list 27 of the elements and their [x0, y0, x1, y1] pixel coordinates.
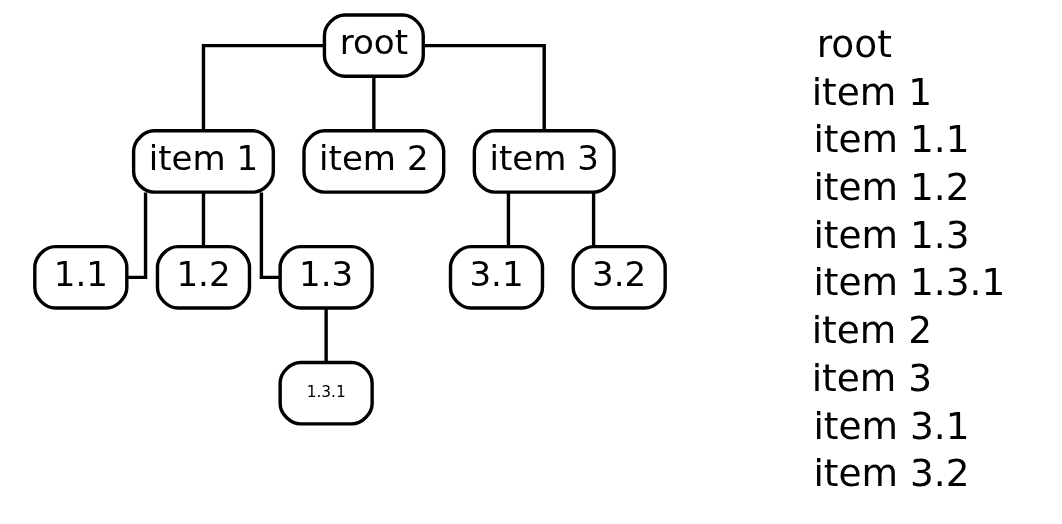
connector [201, 192, 206, 247]
connector [324, 308, 328, 363]
node-box: root [322, 13, 425, 78]
node-box: 1.2 [155, 244, 252, 310]
node-box: 1.3.1 [278, 360, 374, 426]
label: item 3.2 [813, 451, 970, 496]
label: item 1.2 [813, 164, 970, 209]
connector [506, 192, 511, 247]
label: item 1.3.1 [813, 260, 1006, 305]
node-box: item 3 [472, 129, 616, 194]
connector [423, 43, 546, 131]
label: item 1.3 [813, 212, 970, 257]
node-box: 1.1 [33, 244, 129, 310]
label: item 1 [811, 69, 933, 114]
connector [372, 76, 376, 131]
node-box: 1.3 [278, 244, 374, 310]
node-box: 3.2 [571, 244, 667, 310]
label: item 3.1 [813, 403, 970, 448]
node-box: item 2 [302, 129, 446, 194]
label: item 2 [811, 308, 933, 353]
label: root [816, 21, 892, 66]
connector [201, 43, 325, 131]
connector [591, 192, 596, 247]
node-box: item 1 [131, 129, 276, 194]
label: item 1.1 [813, 117, 970, 162]
label: item 3 [811, 355, 933, 400]
node-box: 3.1 [448, 244, 545, 310]
